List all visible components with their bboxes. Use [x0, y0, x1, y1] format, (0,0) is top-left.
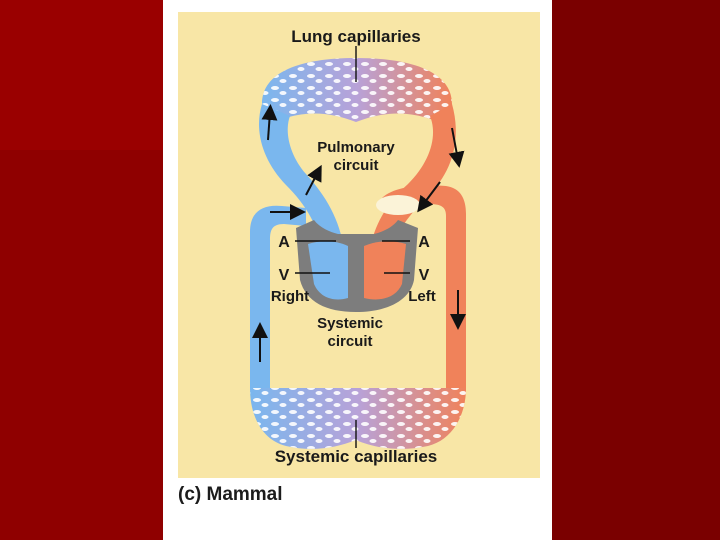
label-right-side: Right — [271, 288, 309, 305]
label-lung-capillaries: Lung capillaries — [291, 27, 420, 46]
right-ventricle — [308, 241, 348, 300]
heart — [296, 195, 420, 312]
left-atrium-highlight — [376, 195, 420, 215]
arrow-up-left-pulmonary — [261, 104, 278, 141]
lung-capillary-bed — [262, 58, 452, 128]
label-left-ventricle: V — [419, 267, 430, 284]
background-left-highlight — [0, 0, 163, 150]
pulmonary-artery-blue — [259, 104, 344, 252]
label-pulmonary: Pulmonary — [317, 139, 395, 156]
leader-lines — [295, 46, 410, 448]
figure-caption: (c) Mammal — [178, 484, 283, 505]
label-right-ventricle: V — [279, 267, 290, 284]
arrow-pulmonary-vein — [417, 181, 441, 213]
arrow-down-right-pulmonary — [448, 127, 465, 168]
label-systemic: Systemic — [317, 315, 383, 332]
label-systemic-capillaries: Systemic capillaries — [275, 447, 438, 466]
label-pulmonary-circuit: circuit — [333, 157, 378, 174]
pulmonary-vein-red — [370, 104, 456, 252]
systemic-vein-blue — [250, 205, 306, 390]
flow-arrows — [252, 104, 466, 362]
label-systemic-circuit: circuit — [327, 333, 372, 350]
label-left-atrium: A — [418, 234, 430, 251]
left-ventricle — [364, 241, 406, 300]
arrow-pulmonary-artery — [305, 164, 322, 196]
systemic-capillary-bed — [250, 388, 466, 449]
label-right-atrium: A — [278, 234, 290, 251]
label-left-side: Left — [408, 288, 436, 305]
